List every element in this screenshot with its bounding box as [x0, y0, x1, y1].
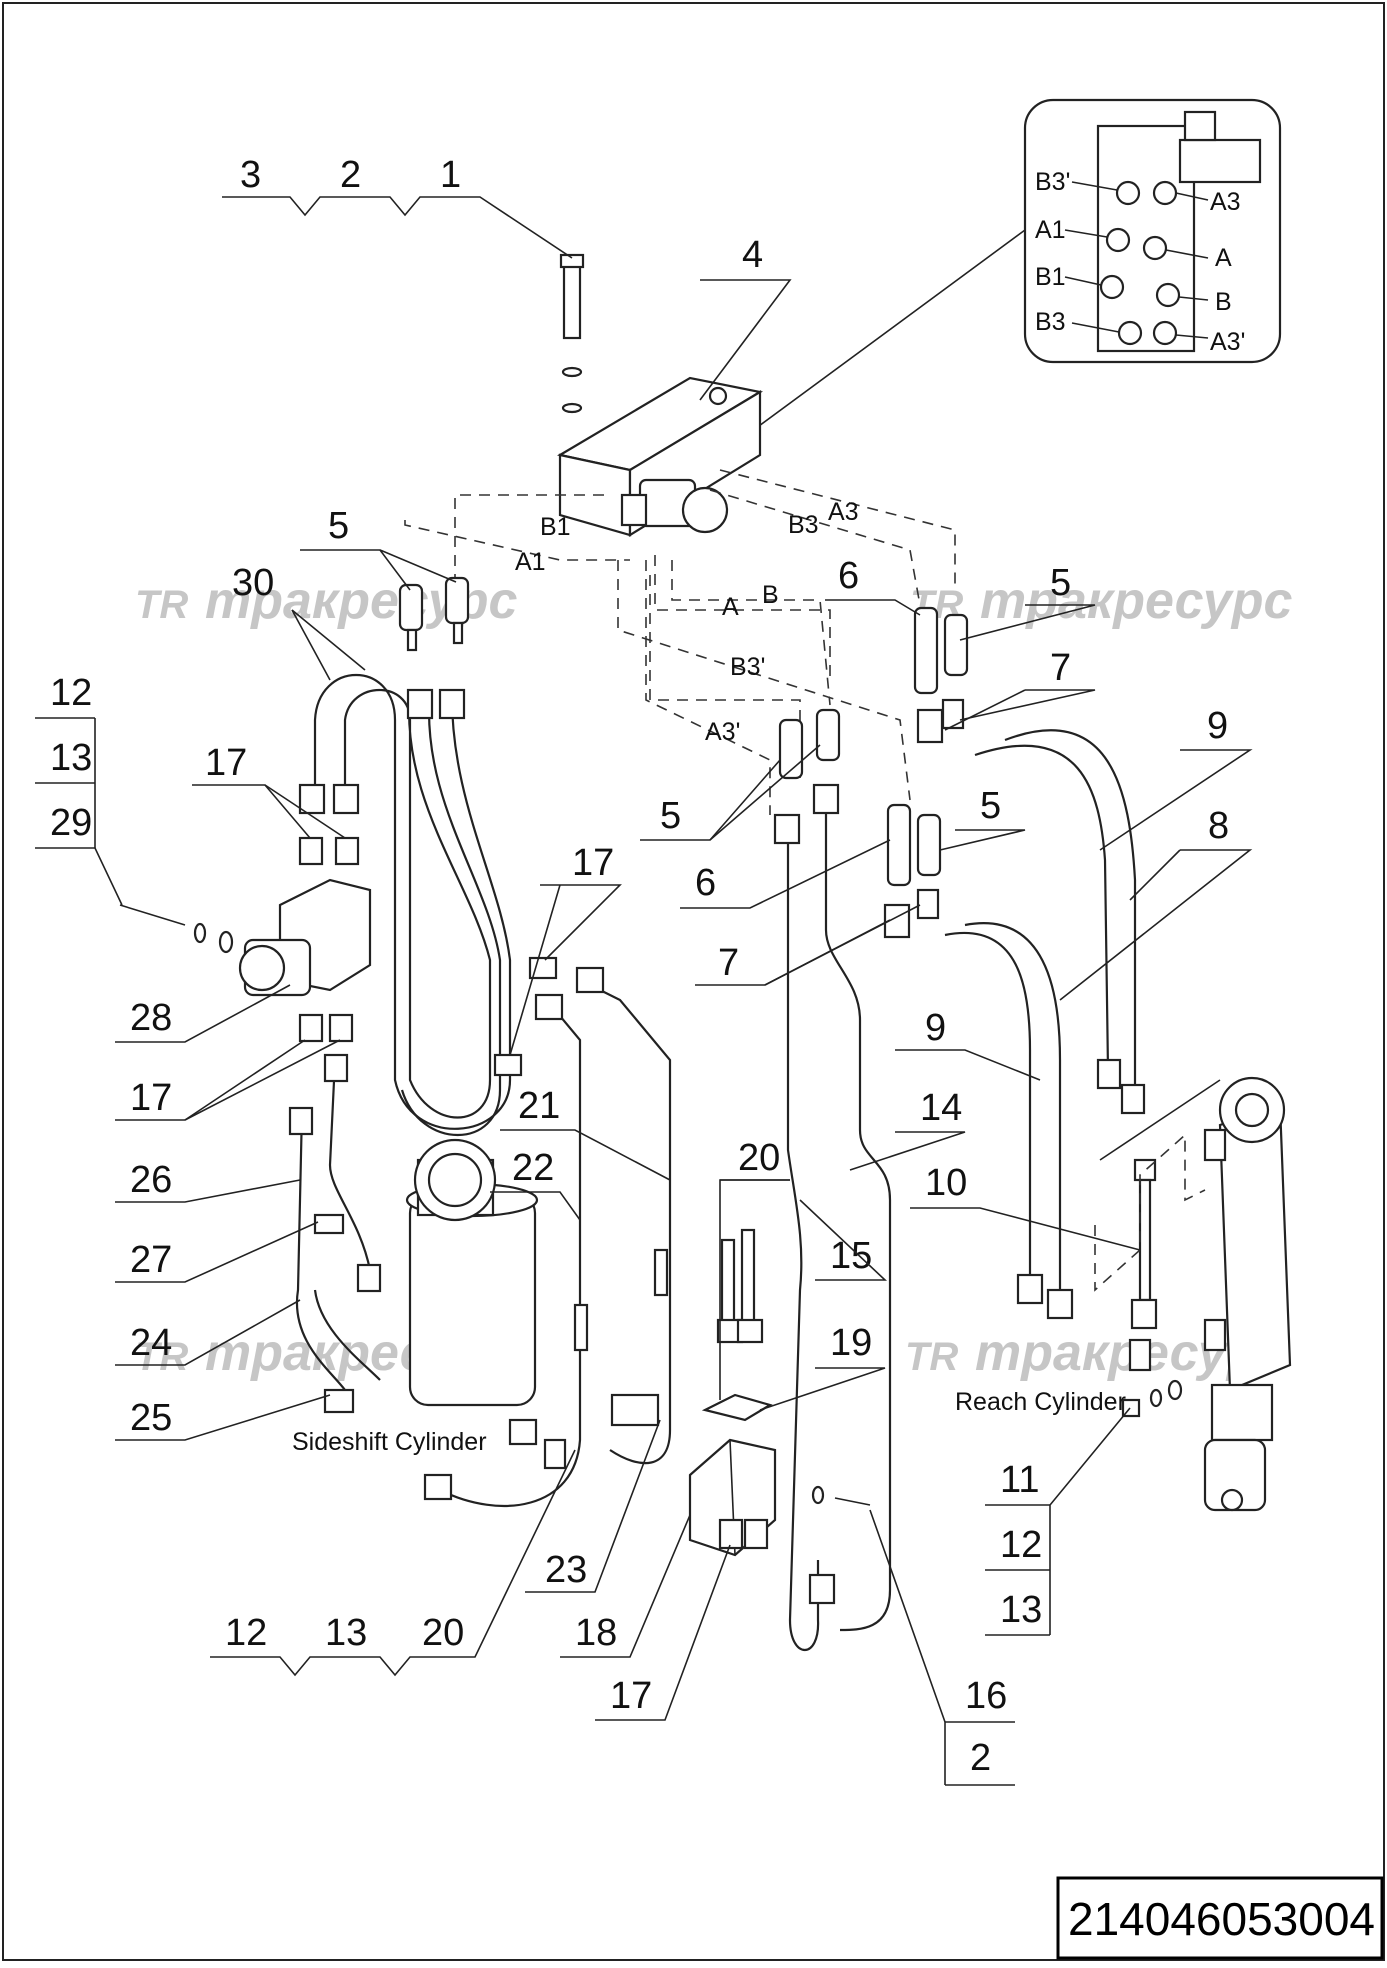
callout-12-c: 12	[225, 1612, 267, 1654]
callout-8: 8	[1208, 805, 1229, 847]
callout-19: 19	[830, 1322, 872, 1364]
hoses-lower-left	[288, 1053, 382, 1414]
fittings-right-upper	[913, 606, 969, 744]
callout-28: 28	[130, 997, 172, 1039]
callout-7-b: 7	[718, 942, 739, 984]
callout-10: 10	[925, 1162, 967, 1204]
fittings-17-center	[493, 956, 558, 1077]
inset-port-a1: A1	[1035, 216, 1066, 244]
hoses-center-left	[423, 966, 672, 1508]
valve-port-inset: B3' A3 A1 A B1 B B3 A3'	[1023, 98, 1282, 364]
callout-25: 25	[130, 1397, 172, 1439]
main-valve-block	[557, 376, 764, 537]
hoses-8-9	[944, 729, 1146, 1320]
port-label-a1: A1	[515, 548, 546, 576]
callout-23: 23	[545, 1549, 587, 1591]
svg-text:TR: TR	[135, 1335, 188, 1379]
inset-port-b: B	[1215, 288, 1232, 316]
bolt-29	[119, 904, 234, 954]
callout-14: 14	[920, 1087, 962, 1129]
port-label-a: A	[722, 593, 739, 621]
port-label-a3prime: A3'	[705, 718, 740, 746]
inset-port-a3prime: A3'	[1210, 328, 1245, 356]
tubes-14-15	[773, 783, 892, 1651]
bolt-1	[559, 253, 585, 414]
fittings-right-middle	[883, 803, 942, 939]
callout-6-b: 6	[695, 862, 716, 904]
valve-28	[238, 836, 372, 1043]
callout-9-b: 9	[925, 1007, 946, 1049]
port-label-b3: B3	[788, 511, 819, 539]
callout-5-a: 5	[328, 505, 349, 547]
callout-21: 21	[518, 1085, 560, 1127]
callout-13-b: 13	[1000, 1589, 1042, 1631]
fittings-5-left	[398, 576, 470, 652]
callout-1: 1	[440, 154, 461, 196]
callout-5-d: 5	[980, 785, 1001, 827]
port-label-a3: A3	[828, 498, 859, 526]
callout-22: 22	[512, 1147, 554, 1189]
callout-18: 18	[575, 1612, 617, 1654]
callout-3: 3	[240, 154, 261, 196]
caption-sideshift-cylinder: Sideshift Cylinder	[292, 1428, 487, 1456]
callout-26: 26	[130, 1159, 172, 1201]
pipes-20-upper	[716, 1228, 764, 1344]
callout-5-c: 5	[660, 795, 681, 837]
callout-13-a: 13	[50, 737, 92, 779]
port-label-b1: B1	[540, 513, 571, 541]
callout-16: 16	[965, 1675, 1007, 1717]
callout-9-a: 9	[1207, 705, 1228, 747]
callout-6-a: 6	[838, 555, 859, 597]
callout-20-b: 20	[422, 1612, 464, 1654]
block-18	[688, 1393, 777, 1557]
callout-13-c: 13	[325, 1612, 367, 1654]
callout-5-b: 5	[1050, 562, 1071, 604]
callout-7-a: 7	[1050, 647, 1071, 689]
tube-10	[1128, 1158, 1158, 1372]
callout-24: 24	[130, 1322, 172, 1364]
callout-15: 15	[830, 1235, 872, 1277]
inset-port-b3prime: B3'	[1035, 168, 1070, 196]
callout-17-a: 17	[205, 742, 247, 784]
callout-17-d: 17	[610, 1675, 652, 1717]
inset-port-b1: B1	[1035, 263, 1066, 291]
svg-text:TR: TR	[905, 1335, 958, 1379]
callout-4: 4	[742, 234, 763, 276]
svg-text:TR: TR	[135, 583, 188, 627]
sideshift-cylinder	[405, 1138, 539, 1407]
port-label-b: B	[762, 581, 779, 609]
part-number-box	[1056, 1876, 1384, 1960]
bolt-16	[811, 1485, 871, 1506]
part-number: 214046053004	[1068, 1893, 1375, 1945]
callout-2: 2	[340, 154, 361, 196]
callout-11: 11	[1000, 1459, 1039, 1501]
callout-27: 27	[130, 1239, 172, 1281]
reach-cylinder	[1203, 1076, 1292, 1512]
bolt-11	[1121, 1379, 1183, 1418]
caption-reach-cylinder: Reach Cylinder	[955, 1388, 1126, 1416]
inset-port-a3: A3	[1210, 188, 1241, 216]
callout-2-b: 2	[970, 1737, 991, 1779]
callout-17-b: 17	[572, 842, 614, 884]
callout-12-a: 12	[50, 672, 92, 714]
hoses-30	[298, 674, 512, 1136]
callout-17-c: 17	[130, 1077, 172, 1119]
inset-port-a: A	[1215, 244, 1232, 272]
callout-29: 29	[50, 802, 92, 844]
callout-12-b: 12	[1000, 1524, 1042, 1566]
fittings-5-6-middle	[778, 708, 841, 780]
callout-20-a: 20	[738, 1137, 780, 1179]
callout-30: 30	[232, 562, 274, 604]
port-label-b3prime: B3'	[730, 653, 765, 681]
inset-port-b3: B3	[1035, 308, 1066, 336]
svg-text:тракресурс: тракресурс	[980, 572, 1293, 630]
